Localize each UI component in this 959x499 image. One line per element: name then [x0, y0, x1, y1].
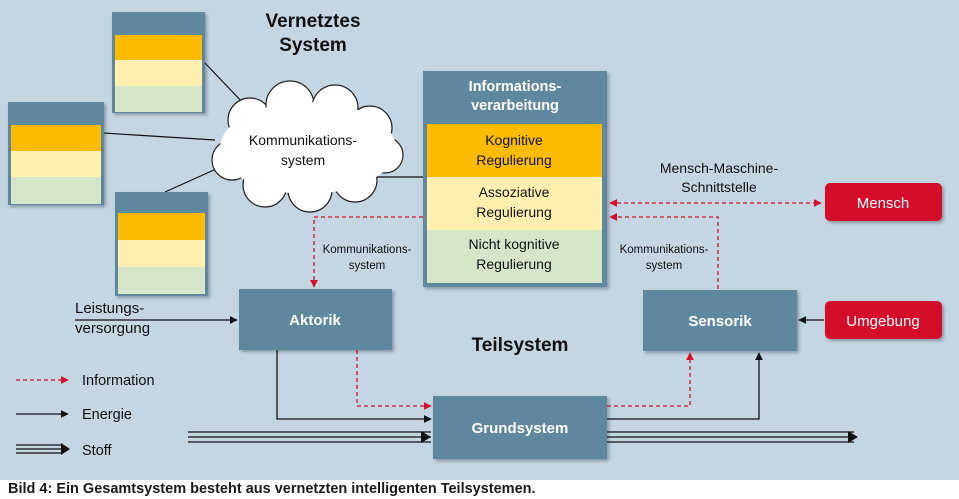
stoff-flow — [188, 431, 854, 443]
legend-information-label: Information — [82, 373, 155, 389]
info-header-line1: Informations- — [469, 79, 562, 95]
mini-system-1 — [112, 12, 205, 113]
mensch-box: Mensch — [825, 183, 942, 221]
stoff-arrowhead-out — [848, 431, 858, 443]
mini-system-3 — [115, 192, 208, 296]
komm-left-line2: system — [349, 260, 385, 272]
info-row-kognitiv — [427, 124, 602, 177]
komm-right-line2: system — [646, 260, 682, 272]
cloud-line2: system — [281, 152, 325, 168]
sensorik-box: Sensorik — [643, 290, 797, 351]
teilsystem-label: Teilsystem — [472, 335, 569, 356]
mmi-label-line2: Schnittstelle — [681, 179, 757, 195]
leistung-line1: Leistungs- — [75, 300, 144, 317]
mmi-label-line1: Mensch-Maschine- — [660, 160, 779, 176]
legend-stoff-label: Stoff — [82, 443, 113, 459]
info-row-kognitiv-line1: Kognitive — [485, 132, 543, 148]
aktorik-to-grund-energie — [276, 350, 432, 423]
komm-right-line1: Kommunikations- — [620, 244, 709, 256]
info-row-nicht-kognitiv-line1: Nicht kognitive — [468, 236, 559, 252]
mini-system-2 — [8, 102, 104, 205]
grund-to-sensorik-info — [607, 352, 694, 407]
stoff-arrowhead-in — [421, 431, 431, 443]
legend-stoff-swatch — [16, 444, 62, 454]
sensorik-to-info-arrow — [609, 213, 719, 289]
umgebung-box: Umgebung — [825, 301, 942, 339]
info-header-line2: verarbeitung — [471, 98, 559, 114]
info-row-assoziativ — [427, 177, 602, 230]
title-line2: System — [279, 35, 347, 56]
info-row-nicht-kognitiv — [427, 230, 602, 283]
informationsverarbeitung-box: Informations- verarbeitung Kognitive Reg… — [423, 71, 607, 287]
aktorik-label: Aktorik — [289, 312, 341, 329]
aktorik-to-grund-info — [356, 350, 432, 410]
info-row-assoziativ-line2: Regulierung — [476, 204, 552, 220]
grund-to-sensorik-energie — [607, 352, 763, 420]
info-to-aktorik-arrow — [310, 216, 423, 288]
legend: Information Energie Stoff — [16, 373, 155, 459]
title-line1: Vernetztes — [265, 11, 360, 32]
legend-energie-label: Energie — [82, 407, 132, 423]
cloud-line1: Kommunikations- — [249, 132, 357, 148]
network-lines — [102, 61, 423, 193]
aktorik-box: Aktorik — [239, 289, 392, 350]
leistung-line2: versorgung — [75, 320, 150, 337]
info-row-kognitiv-line2: Regulierung — [476, 152, 552, 168]
info-row-assoziativ-line1: Assoziative — [479, 184, 550, 200]
info-row-nicht-kognitiv-line2: Regulierung — [476, 256, 552, 272]
grundsystem-box: Grundsystem — [433, 396, 607, 459]
grundsystem-label: Grundsystem — [472, 420, 569, 437]
umgebung-label: Umgebung — [846, 313, 919, 330]
mensch-label: Mensch — [857, 195, 910, 212]
figure-caption: Bild 4: Ein Gesamtsystem besteht aus ver… — [8, 481, 536, 497]
diagram-canvas: Vernetztes System — [8, 11, 942, 459]
kommunikations-cloud: Kommunikations- system — [211, 80, 404, 213]
komm-left-line1: Kommunikations- — [323, 244, 412, 256]
sensorik-label: Sensorik — [688, 313, 752, 330]
